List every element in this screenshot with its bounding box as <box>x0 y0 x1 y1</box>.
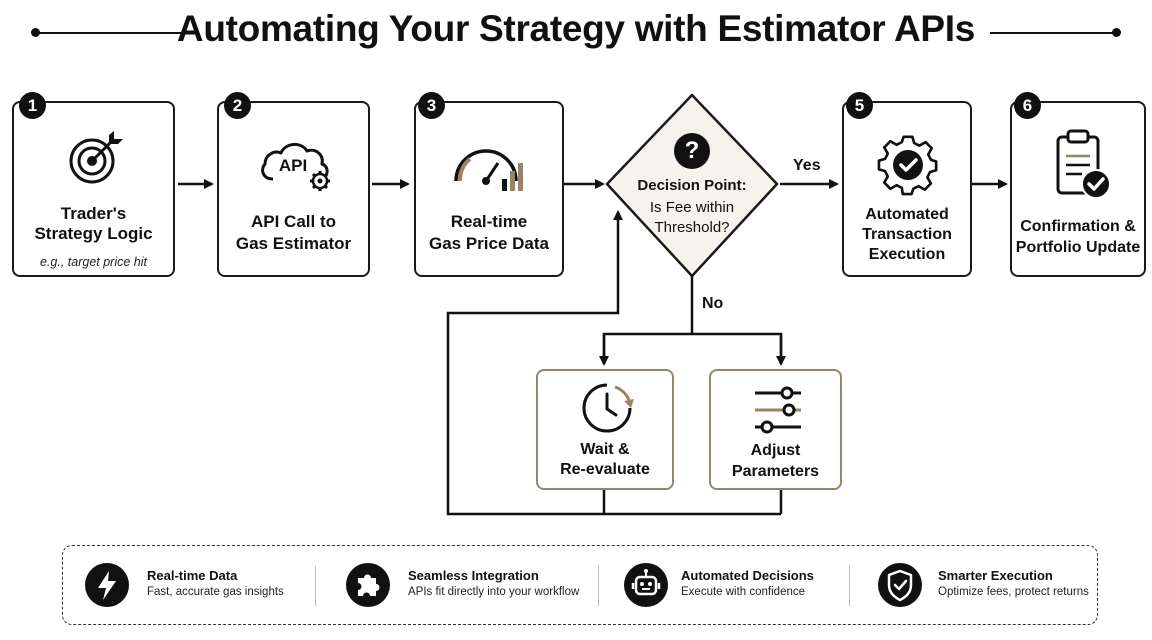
step-5-number: 5 <box>846 92 873 119</box>
loop-back-line <box>446 210 623 516</box>
shield-check-icon <box>878 563 922 607</box>
step-1-label-line1: Trader's <box>60 204 127 223</box>
step-5-label-line2: Transaction <box>862 226 952 243</box>
clock-icon <box>582 383 634 433</box>
feature-automated: Automated Decisions Execute with confide… <box>624 546 854 626</box>
feature-automated-desc: Execute with confidence <box>681 586 806 598</box>
feature-integration: Seamless Integration APIs fit directly i… <box>346 546 596 626</box>
step-1-number: 1 <box>19 92 46 119</box>
step-2-label-line1: API Call to <box>250 212 336 231</box>
step-2-box: API API Call to Gas Estimator <box>217 101 370 277</box>
page-title: Automating Your Strategy with Estimator … <box>176 8 976 49</box>
feature-automated-title: Automated Decisions <box>681 568 814 583</box>
feature-realtime-title: Real-time Data <box>147 568 238 583</box>
feature-separator-3 <box>849 566 850 606</box>
gauge-icon <box>454 149 523 191</box>
step-3-label-line2: Gas Price Data <box>428 234 549 253</box>
sliders-icon <box>755 386 801 434</box>
adjust-box: Adjust Parameters <box>709 369 842 490</box>
feature-smarter-title: Smarter Execution <box>938 568 1053 583</box>
step-3-label-line1: Real-time <box>450 212 528 231</box>
feature-smarter: Smarter Execution Optimize fees, protect… <box>878 546 1093 626</box>
step-3-box: Real-time Gas Price Data <box>414 101 564 277</box>
title-right-rule <box>990 32 1116 34</box>
wait-label-line2: Re-evaluate <box>560 461 650 478</box>
lightning-icon <box>85 563 129 607</box>
feature-separator-1 <box>315 566 316 606</box>
clipboard-check-icon <box>1056 129 1111 199</box>
feature-integration-title: Seamless Integration <box>408 568 539 583</box>
decision-diamond <box>605 93 779 278</box>
step-3-number: 3 <box>418 92 445 119</box>
question-icon: ? <box>674 133 710 169</box>
feature-realtime: Real-time Data Fast, accurate gas insigh… <box>85 546 315 626</box>
title-right-dot <box>1112 28 1121 37</box>
step-6-label-line2: Portfolio Update <box>1015 239 1141 256</box>
step-5-label-line3: Execution <box>868 246 946 263</box>
feature-realtime-desc: Fast, accurate gas insights <box>147 586 284 598</box>
api-cloud-icon: API <box>261 143 330 191</box>
step-5-box: Automated Transaction Execution <box>842 101 972 277</box>
feature-separator-2 <box>598 566 599 606</box>
gear-check-icon <box>877 135 938 196</box>
robot-icon <box>624 563 668 607</box>
step-1-example: e.g., target price hit <box>39 255 147 269</box>
yes-label: Yes <box>793 157 821 174</box>
adjust-label-line2: Parameters <box>731 463 820 480</box>
no-label: No <box>702 295 724 312</box>
step-6-label-line1: Confirmation & <box>1020 218 1136 235</box>
decision-line3: Threshold? <box>654 219 730 236</box>
step-6-box: Confirmation & Portfolio Update <box>1010 101 1146 277</box>
no-branch-split <box>602 332 783 364</box>
wait-box: Wait & Re-evaluate <box>536 369 674 490</box>
feature-smarter-desc: Optimize fees, protect returns <box>938 586 1089 598</box>
step-1-box: Trader's Strategy Logic e.g., target pri… <box>12 101 175 277</box>
svg-text:API: API <box>279 156 307 175</box>
title-left-rule <box>35 32 193 34</box>
feature-banner: Real-time Data Fast, accurate gas insigh… <box>62 545 1098 625</box>
adjust-label-line1: Adjust <box>750 442 801 459</box>
feature-integration-desc: APIs fit directly into your workflow <box>408 586 580 598</box>
step-5-label-line1: Automated <box>865 206 949 223</box>
step-2-number: 2 <box>224 92 251 119</box>
decision-line2: Is Fee within <box>649 199 735 216</box>
target-icon <box>69 131 123 184</box>
decision-title: Decision Point: <box>637 177 747 194</box>
step-2-label-line2: Gas Estimator <box>235 234 352 253</box>
wait-label-line1: Wait & <box>580 441 630 458</box>
step-6-number: 6 <box>1014 92 1041 119</box>
step-1-label-line2: Strategy Logic <box>34 224 153 243</box>
puzzle-icon <box>346 563 390 607</box>
